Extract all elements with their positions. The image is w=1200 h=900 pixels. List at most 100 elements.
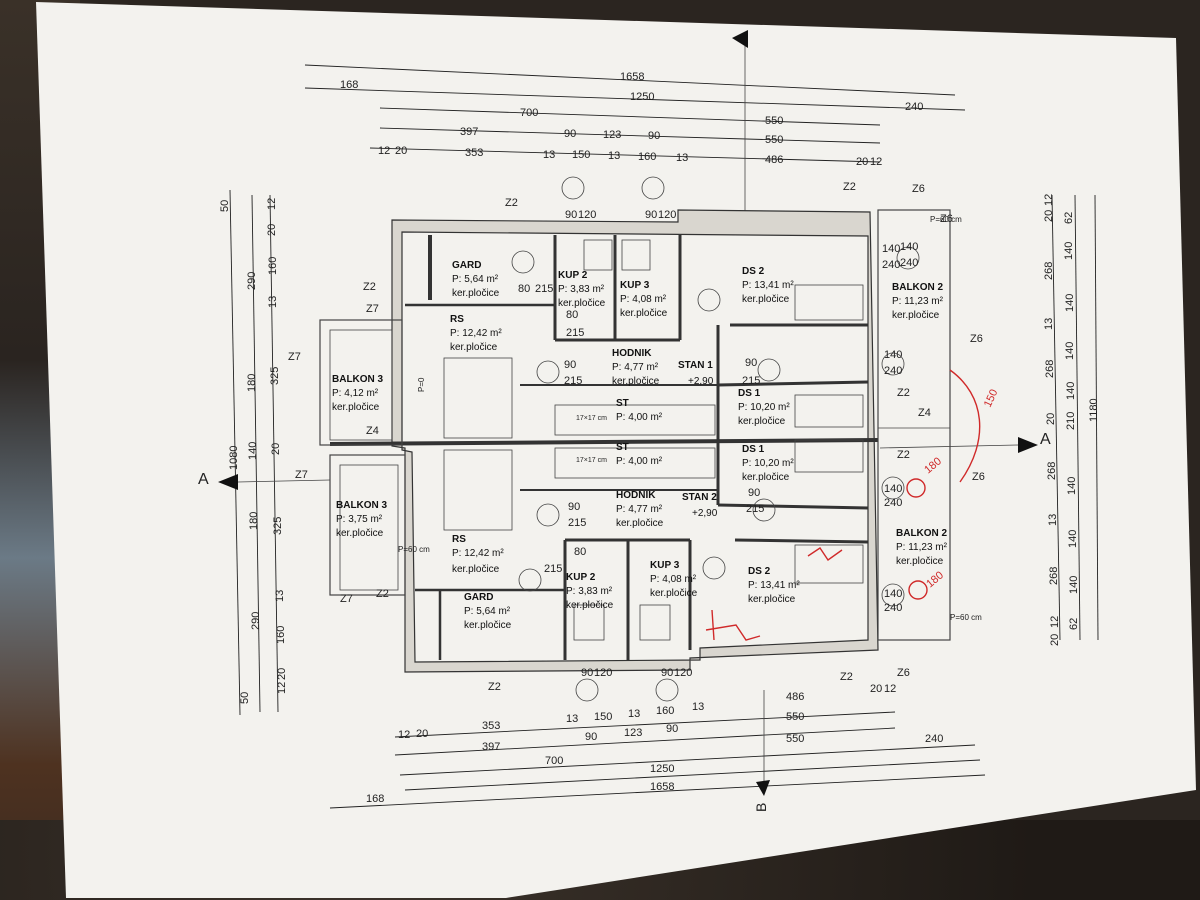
section-marker-b: B (753, 803, 769, 812)
dim-bot-20a: 20 (416, 728, 428, 740)
bottom-dimensions: 12 20 353 13 150 13 160 13 486 20 12 397… (329, 683, 986, 809)
dim-top-90a: 90 (564, 128, 576, 140)
op-8: 140 (882, 243, 900, 255)
room-balkon2-bottom-name: BALKON 2 (896, 528, 948, 539)
p60-note-a: P=60 cm (930, 215, 962, 224)
dim-bot-13c: 13 (692, 701, 704, 713)
room-kup2-top-name: KUP 2 (558, 270, 588, 281)
tag-z4-a: Z4 (366, 425, 379, 437)
op-21: 215 (568, 517, 586, 529)
op-10: 90 (564, 359, 576, 371)
p40-note: P=0 (417, 377, 426, 392)
dim-top-1658: 1658 (620, 71, 644, 83)
op-14: 140 (884, 349, 902, 361)
op-26: 90 (581, 667, 593, 679)
dim-bot-240: 240 (925, 733, 943, 745)
room-ds1-top-floor: ker.pločice (738, 416, 786, 427)
room-kup2-top-floor: ker.pločice (558, 298, 606, 309)
section-line-left (237, 479, 331, 483)
dim-bot-13b: 13 (628, 708, 640, 720)
room-balkon3-bottom-area: P: 3,75 m² (336, 514, 383, 525)
tag-z2-g: Z2 (897, 387, 910, 399)
room-rs-top-floor: ker.pločice (450, 342, 498, 353)
red-scribble-2 (705, 609, 761, 641)
room-rs-top-name: RS (450, 314, 464, 325)
dim-top-12: 12 (378, 145, 390, 157)
red-note-180a: 180 (922, 455, 944, 476)
building-walls (319, 209, 951, 673)
section-marker-a-right: A (1040, 431, 1051, 448)
op-2: 90 (645, 209, 657, 221)
tag-z2-f: Z2 (840, 671, 853, 683)
dim-bot-168: 168 (366, 793, 384, 805)
room-ds1-top-name: DS 1 (738, 388, 761, 399)
dim-right-140f: 140 (1067, 530, 1079, 548)
dim-right-140a: 140 (1063, 242, 1075, 260)
op-3: 120 (658, 209, 676, 221)
red-arc (949, 369, 981, 483)
dim-left-50b: 50 (239, 692, 251, 704)
room-kup3-top-name: KUP 3 (620, 280, 650, 291)
dim-right-12a: 12 (1043, 194, 1055, 206)
stairs-lower (554, 447, 716, 479)
dim-right-140e: 140 (1066, 477, 1078, 495)
op-17: 240 (884, 497, 902, 509)
dim-right-140d: 140 (1065, 382, 1077, 400)
window-markers (511, 176, 920, 702)
tag-z2-b: Z2 (843, 181, 856, 193)
tag-z6-d: Z6 (972, 471, 985, 483)
dim-bot-90a: 90 (585, 731, 597, 743)
right-dimensions: 20 12 62 140 268 140 13 140 268 140 210 … (1043, 194, 1100, 646)
op-1: 120 (578, 209, 596, 221)
tag-z7-b: Z7 (288, 351, 301, 363)
dim-left-140: 140 (247, 442, 259, 460)
op-28: 90 (661, 667, 673, 679)
dim-bot-1250: 1250 (650, 763, 674, 775)
room-rs-bottom-floor: ker.pločice (452, 564, 500, 575)
op-31: 240 (900, 257, 918, 269)
tag-z7-c: Z7 (295, 469, 308, 481)
tag-z6-a: Z6 (912, 183, 925, 195)
op-22: 90 (748, 487, 760, 499)
dim-top-1250: 1250 (630, 91, 654, 103)
room-gard-bottom-floor: ker.pločice (464, 620, 512, 631)
dim-bot-550a: 550 (786, 711, 804, 723)
stairs-upper (554, 404, 716, 436)
section-line-right (879, 444, 1019, 449)
paper-sheet (36, 2, 1196, 898)
dim-left-180a: 180 (246, 374, 258, 392)
dim-left-20a: 20 (266, 224, 278, 236)
op-4: 80 (518, 283, 530, 295)
op-12: 90 (745, 357, 757, 369)
room-kup3-bottom-name: KUP 3 (650, 560, 680, 571)
opening-labels: 90 120 90 120 80 215 80 215 140 240 90 2… (518, 209, 918, 679)
op-13: 215 (742, 375, 760, 387)
dim-right-20a: 20 (1043, 210, 1055, 222)
dim-bot-1658: 1658 (650, 781, 674, 793)
room-stan2-name: STAN 2 (682, 492, 717, 503)
op-29: 120 (674, 667, 692, 679)
dim-top-123: 123 (603, 129, 621, 141)
dim-left-160a: 160 (267, 257, 279, 275)
room-rs-bottom-name: RS (452, 534, 466, 545)
op-7: 215 (566, 327, 584, 339)
dim-left-325a: 325 (269, 367, 281, 385)
dim-bot-20b: 20 (870, 683, 882, 695)
dim-right-13b: 13 (1047, 514, 1059, 526)
room-kup3-bottom-area: P: 4,08 m² (650, 574, 697, 585)
room-balkon3-bottom-floor: ker.pločice (336, 528, 384, 539)
room-kup2-bottom-area: P: 3,83 m² (566, 586, 613, 597)
tag-z6-b: Z6 (897, 667, 910, 679)
red-note-180b: 180 (924, 569, 946, 590)
dim-right-62a: 62 (1063, 212, 1075, 224)
dim-top-700: 700 (520, 107, 538, 119)
dim-bot-123: 123 (624, 727, 642, 739)
room-balkon2-bottom-floor: ker.pločice (896, 556, 944, 567)
dim-top-550b: 550 (765, 134, 783, 146)
dim-top-550a: 550 (765, 115, 783, 127)
dim-right-140b: 140 (1064, 294, 1076, 312)
tag-z2-h: Z2 (897, 449, 910, 461)
op-18: 140 (884, 588, 902, 600)
shower-3 (573, 604, 605, 641)
